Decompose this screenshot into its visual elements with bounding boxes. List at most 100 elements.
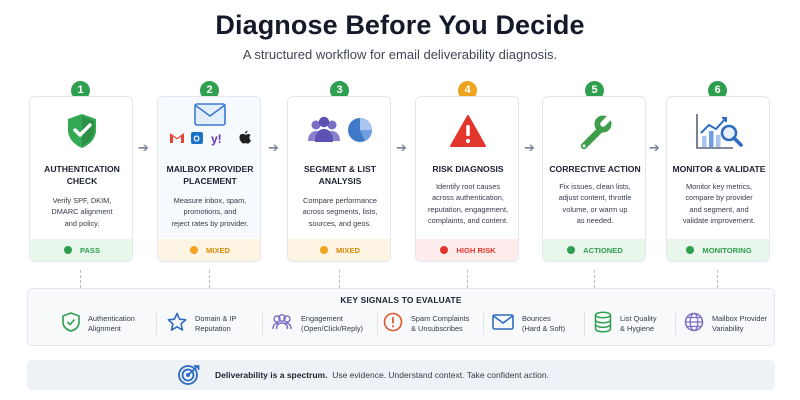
- status-badge: PASS: [30, 239, 132, 261]
- signal-label: Domain & IP Reputation: [195, 314, 237, 333]
- step-card-corrective-action: CORRECTIVE ACTION Fix issues, clean list…: [542, 96, 646, 262]
- step-5-status: ACTIONED: [583, 245, 623, 255]
- svg-text:O: O: [194, 135, 200, 144]
- step-3-status: MIXED: [335, 245, 361, 255]
- page-subtitle: A structured workflow for email delivera…: [242, 47, 558, 62]
- divider: [156, 313, 157, 335]
- step-5-title: CORRECTIVE ACTION: [549, 164, 641, 174]
- signal-complaints: Spam Complaints & Unsubscribes: [383, 310, 469, 338]
- divider: [483, 313, 484, 335]
- signal-label: Authentication Alignment: [88, 314, 135, 333]
- key-signals-title: KEY SIGNALS TO EVALUATE: [340, 295, 462, 305]
- step-2-title: MAILBOX PROVIDER PLACEMENT: [166, 164, 254, 186]
- status-dot: [440, 246, 449, 254]
- users-pie-icon: [288, 111, 390, 151]
- yahoo-icon: y!: [211, 132, 222, 146]
- connector-line: [467, 270, 468, 288]
- status-badge: MONITORING: [667, 239, 769, 261]
- footer-text: Deliverability is a spectrum. Use eviden…: [215, 370, 549, 380]
- footer-bold: Deliverability is a spectrum.: [215, 370, 328, 380]
- step-1-status: PASS: [79, 245, 101, 255]
- signal-authentication: Authentication Alignment: [62, 310, 135, 338]
- warning-icon: [416, 111, 518, 151]
- signal-label: Engagement (Open/Click/Reply): [301, 314, 364, 333]
- signal-label: Spam Complaints & Unsubscribes: [411, 314, 470, 333]
- gmail-icon: [170, 133, 184, 143]
- step-4-number: 4: [458, 81, 477, 100]
- arrow-right-icon: ➔: [524, 140, 535, 155]
- step-2-description: Measure inbox, spam, promotions, and rej…: [171, 196, 249, 228]
- footer-rest: Use evidence. Understand context. Take c…: [332, 370, 549, 380]
- step-2-number: 2: [200, 81, 219, 100]
- step-4-status: HIGH RISK: [456, 245, 496, 255]
- signal-provider-variability: Mailbox Provider Variability: [684, 310, 767, 338]
- arrow-right-icon: ➔: [649, 140, 660, 155]
- step-card-mailbox-placement: O y! MAILBOX PROVIDER PLACEMENT Measure …: [157, 96, 261, 262]
- shield-check-icon: [30, 111, 132, 151]
- footer-banner: Deliverability is a spectrum. Use eviden…: [27, 360, 775, 390]
- step-2-status: MIXED: [205, 245, 231, 255]
- divider: [675, 313, 676, 335]
- connector-line: [209, 270, 210, 288]
- status-badge: HIGH RISK: [416, 239, 518, 261]
- mail-icon: [492, 313, 514, 335]
- page-title: Diagnose Before You Decide: [215, 10, 585, 40]
- divider: [584, 313, 585, 335]
- target-icon: [177, 364, 201, 391]
- arrow-right-icon: ➔: [268, 140, 279, 155]
- connector-line: [594, 270, 595, 288]
- step-card-risk-diagnosis: RISK DIAGNOSIS Identify root causes acro…: [415, 96, 519, 262]
- globe-icon: [684, 312, 704, 337]
- step-6-title: MONITOR & VALIDATE: [672, 164, 766, 174]
- arrow-right-icon: ➔: [138, 140, 149, 155]
- alert-icon: [383, 312, 403, 337]
- step-5-description: Fix issues, clean lists, adjust content,…: [558, 182, 632, 225]
- step-card-authentication: AUTHENTICATION CHECK Verify SPF, DKIM, D…: [29, 96, 133, 262]
- connector-line: [339, 270, 340, 288]
- step-card-segment-analysis: SEGMENT & LIST ANALYSIS Compare performa…: [287, 96, 391, 262]
- step-4-description: Identify root causes across authenticati…: [427, 182, 509, 225]
- divider: [377, 313, 378, 335]
- signal-list-quality: List Quality & Hygiene: [594, 310, 657, 338]
- step-6-number: 6: [708, 81, 727, 100]
- step-5-number: 5: [585, 81, 604, 100]
- step-6-status: MONITORING: [702, 245, 752, 255]
- step-3-number: 3: [330, 81, 349, 100]
- signal-label: Mailbox Provider Variability: [712, 314, 768, 333]
- signal-bounces: Bounces (Hard & Soft): [492, 310, 565, 338]
- status-dot: [189, 246, 198, 254]
- connector-line: [717, 270, 718, 288]
- step-4-title: RISK DIAGNOSIS: [432, 164, 504, 174]
- status-dot: [686, 246, 695, 254]
- connector-line: [80, 270, 81, 288]
- step-card-monitor-validate: MONITOR & VALIDATE Monitor key metrics, …: [666, 96, 770, 262]
- signal-label: Bounces (Hard & Soft): [522, 314, 566, 333]
- envelope-icon: O y!: [158, 103, 260, 146]
- chart-magnifier-icon: [667, 111, 769, 151]
- signal-label: List Quality & Hygiene: [620, 314, 657, 333]
- step-6-description: Monitor key metrics, compare by provider…: [682, 182, 756, 225]
- step-1-title: AUTHENTICATION CHECK: [44, 164, 120, 186]
- step-3-description: Compare performance across segments, lis…: [302, 196, 378, 228]
- key-signals-panel: KEY SIGNALS TO EVALUATE Authentication A…: [27, 288, 775, 346]
- signal-reputation: Domain & IP Reputation: [167, 310, 237, 338]
- wrench-icon: [543, 111, 645, 151]
- outlook-icon: O: [191, 132, 203, 144]
- users-icon: [271, 313, 293, 336]
- step-1-description: Verify SPF, DKIM, DMARC alignment and po…: [51, 196, 113, 228]
- divider: [262, 313, 263, 335]
- apple-icon: [239, 130, 251, 144]
- signal-engagement: Engagement (Open/Click/Reply): [271, 310, 363, 338]
- step-3-title: SEGMENT & LIST ANALYSIS: [303, 164, 377, 186]
- status-dot: [319, 246, 328, 254]
- arrow-right-icon: ➔: [396, 140, 407, 155]
- shield-icon: [62, 311, 80, 337]
- status-badge: ACTIONED: [543, 239, 645, 261]
- status-dot: [63, 246, 72, 254]
- svg-text:y!: y!: [211, 132, 222, 146]
- step-1-number: 1: [71, 81, 90, 100]
- database-icon: [594, 310, 612, 338]
- star-icon: [167, 312, 187, 337]
- status-badge: MIXED: [158, 239, 260, 261]
- status-badge: MIXED: [288, 239, 390, 261]
